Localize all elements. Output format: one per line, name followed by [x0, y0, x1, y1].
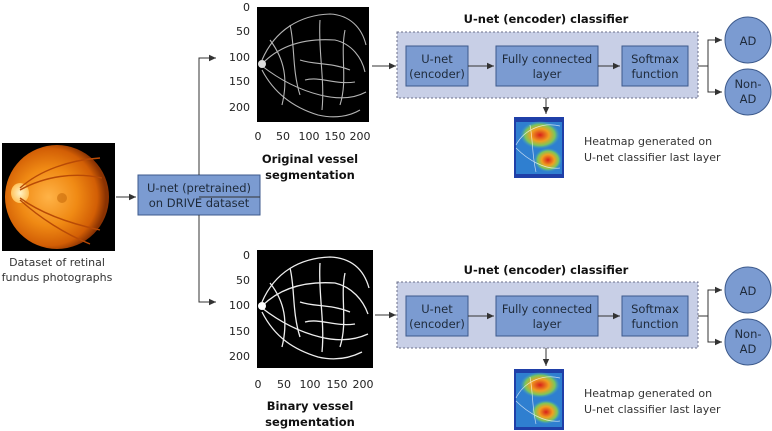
top-heatmap-line2: U-net classifier last layer [584, 151, 721, 164]
top-output-ad-label: AD [740, 34, 757, 48]
top-arrow-to-ad [698, 36, 722, 67]
bottom-image-caption-line1: Binary vessel [267, 399, 354, 413]
top-encoder-line1: U-net [421, 52, 453, 66]
top-fc-line2: layer [533, 67, 562, 81]
pretrained-line2: on DRIVE dataset [149, 196, 250, 210]
top-ytick-1: 50 [236, 25, 250, 38]
bottom-ytick-2: 100 [229, 299, 250, 312]
top-output-ad [724, 16, 772, 64]
bottom-encoder-box [405, 295, 469, 337]
bottom-ytick-3: 150 [229, 325, 250, 338]
top-heatmap-image [514, 117, 564, 178]
top-softmax-line1: Softmax [631, 52, 679, 66]
bottom-output-nonad-line2: AD [740, 342, 757, 356]
binary-vessel-image [257, 250, 373, 368]
input-caption-line2: fundus photographs [2, 271, 113, 284]
bottom-arrow-to-nonad [707, 316, 722, 346]
top-encoder-line2: (encoder) [409, 67, 465, 81]
top-fc-box [495, 45, 599, 87]
input-caption-line1: Dataset of retinal [9, 256, 105, 269]
top-xtick-2: 100 [299, 130, 320, 143]
bottom-heatmap-image [514, 369, 564, 430]
bottom-xtick-3: 150 [327, 378, 348, 391]
bottom-ytick-1: 50 [236, 274, 250, 287]
top-softmax-box [621, 45, 689, 87]
fundus-photo [2, 143, 115, 251]
top-ytick-4: 200 [229, 101, 250, 114]
original-vessel-image [257, 7, 369, 122]
top-ytick-3: 150 [229, 75, 250, 88]
top-fc-line1: Fully connected [502, 52, 592, 66]
bottom-ytick-4: 200 [229, 350, 250, 363]
bottom-ytick-0: 0 [243, 249, 250, 262]
top-xtick-3: 150 [325, 130, 346, 143]
bottom-classifier-title: U-net (encoder) classifier [464, 263, 629, 277]
arrow-to-binary-seg [198, 215, 216, 306]
bottom-image-caption-line2: segmentation [265, 415, 355, 429]
top-softmax-line2: function [632, 67, 679, 81]
top-xtick-0: 0 [255, 130, 262, 143]
top-image-caption-line2: segmentation [265, 168, 355, 182]
top-xtick-4: 200 [350, 130, 371, 143]
bottom-output-ad [724, 266, 772, 314]
top-ytick-0: 0 [243, 1, 250, 14]
bottom-output-nonad [724, 318, 772, 366]
top-output-nonad-line1: Non- [734, 77, 761, 91]
top-image-caption-line1: Original vessel [262, 152, 358, 166]
bottom-xtick-1: 50 [277, 378, 291, 391]
bottom-output-ad-label: AD [740, 284, 757, 298]
arrow-to-original-seg [198, 54, 216, 175]
top-output-nonad-line2: AD [740, 92, 757, 106]
top-classifier-title: U-net (encoder) classifier [464, 12, 629, 26]
bottom-branch: 0 50 100 150 200 0 50 100 150 200 Binary… [229, 249, 772, 430]
bottom-heatmap-line1: Heatmap generated on [584, 387, 712, 400]
top-ytick-2: 100 [229, 51, 250, 64]
bottom-xtick-2: 100 [300, 378, 321, 391]
bottom-softmax-box [621, 295, 689, 337]
bottom-softmax-line1: Softmax [631, 302, 679, 316]
bottom-output-nonad-line1: Non- [734, 327, 761, 341]
bottom-xtick-4: 200 [353, 378, 374, 391]
bottom-softmax-line2: function [632, 317, 679, 331]
bottom-arrow-to-ad [698, 286, 722, 317]
bottom-encoder-line1: U-net [421, 302, 453, 316]
top-heatmap-line1: Heatmap generated on [584, 135, 712, 148]
bottom-fc-line2: layer [533, 317, 562, 331]
bottom-fc-line1: Fully connected [502, 302, 592, 316]
top-output-nonad [724, 68, 772, 116]
bottom-xtick-0: 0 [255, 378, 262, 391]
top-arrow-to-nonad [707, 66, 722, 96]
top-xtick-1: 50 [276, 130, 290, 143]
top-branch: 0 50 100 150 200 0 50 100 150 200 Origin… [229, 1, 772, 182]
pretrained-line1: U-net (pretrained) [147, 181, 251, 195]
bottom-heatmap-line2: U-net classifier last layer [584, 403, 721, 416]
bottom-encoder-line2: (encoder) [409, 317, 465, 331]
